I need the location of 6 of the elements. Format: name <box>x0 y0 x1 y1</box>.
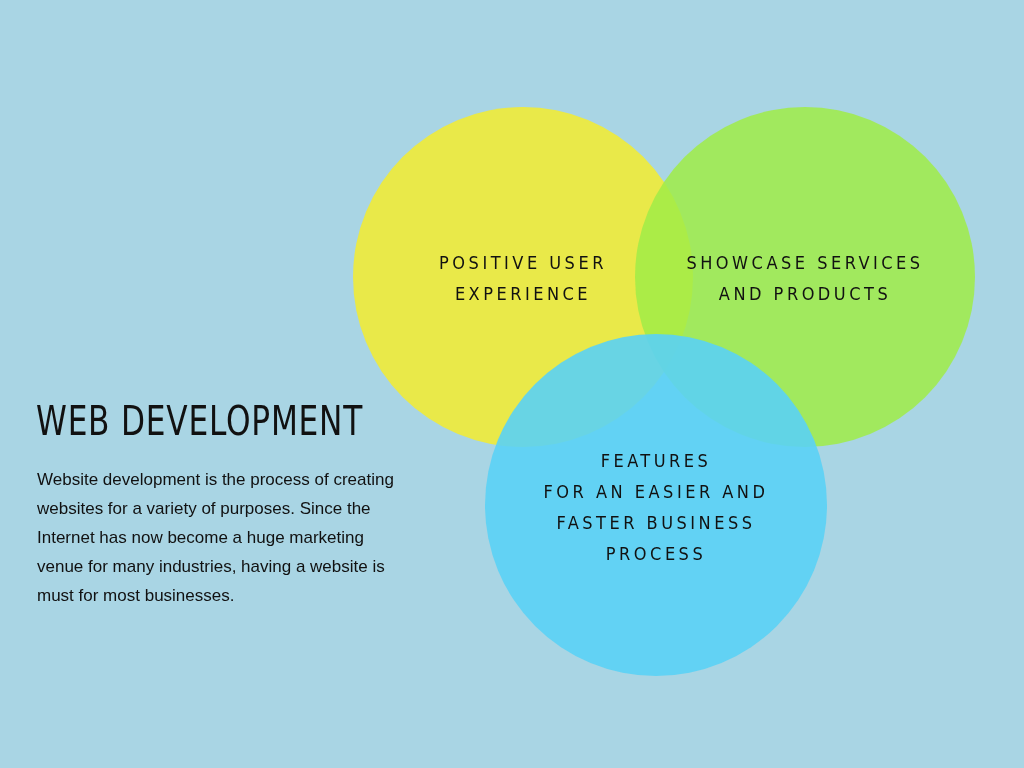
circle-label: FOR AN EASIER AND FASTER BUSINESS PROCESS <box>542 480 770 566</box>
title: WEB DEVELOPMENT <box>36 398 364 444</box>
circle-heading: FEATURES <box>600 449 712 473</box>
circle-label: POSITIVE USER EXPERIENCE <box>438 251 608 306</box>
description-paragraph: Website development is the process of creating websites for a variety of purposes. Since the Internet has now become a huge marketing venue for many industries, having a website is must for most businesses. <box>37 469 395 607</box>
circle-label: SHOWCASE SERVICES AND PRODUCTS <box>685 251 925 306</box>
